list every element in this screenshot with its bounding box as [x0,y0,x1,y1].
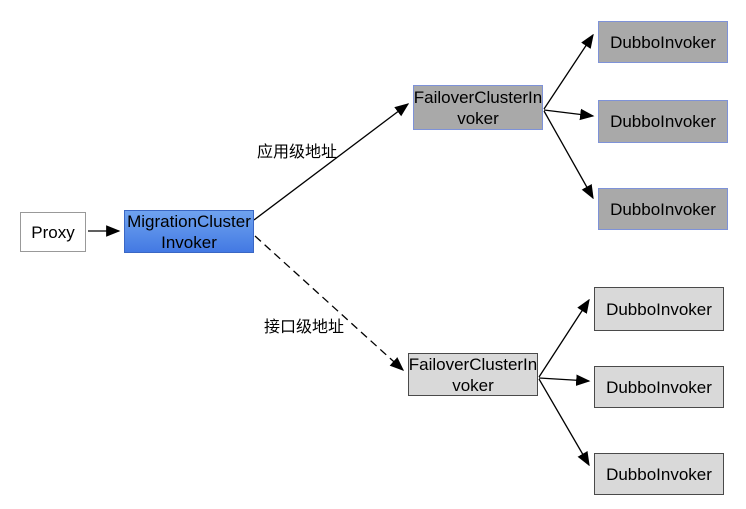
node-proxy: Proxy [20,212,86,252]
node-dubbo-invoker-interface-3: DubboInvoker [594,453,724,495]
edge-failover-app-to-dubbo-1 [543,33,594,110]
edge-failover-interface-to-dubbo-2 [538,374,591,386]
node-migration-cluster-invoker: MigrationCluster Invoker [124,210,254,253]
edge-failover-app-to-dubbo-2 [543,108,595,121]
edge-label-interface-level-address: 接口级地址 [264,319,345,336]
edge-label-app-level-address: 应用级地址 [257,144,338,161]
node-failover-cluster-invoker-app: FailoverClusterIn voker [413,85,543,130]
node-dubbo-invoker-interface-2: DubboInvoker [594,366,724,408]
node-dubbo-invoker-interface-1: DubboInvoker [594,287,724,331]
node-failover-cluster-invoker-interface: FailoverClusterIn voker [408,353,538,396]
node-dubbo-invoker-app-2: DubboInvoker [598,100,728,143]
edge-failover-app-to-dubbo-3 [543,110,594,200]
edge-migration-to-failover-app [253,103,410,221]
edge-migration-to-failover-interface [254,235,405,371]
node-dubbo-invoker-app-3: DubboInvoker [598,188,728,230]
edge-failover-interface-to-dubbo-3 [538,378,590,467]
edge-failover-interface-to-dubbo-1 [538,298,590,378]
node-dubbo-invoker-app-1: DubboInvoker [598,21,728,63]
